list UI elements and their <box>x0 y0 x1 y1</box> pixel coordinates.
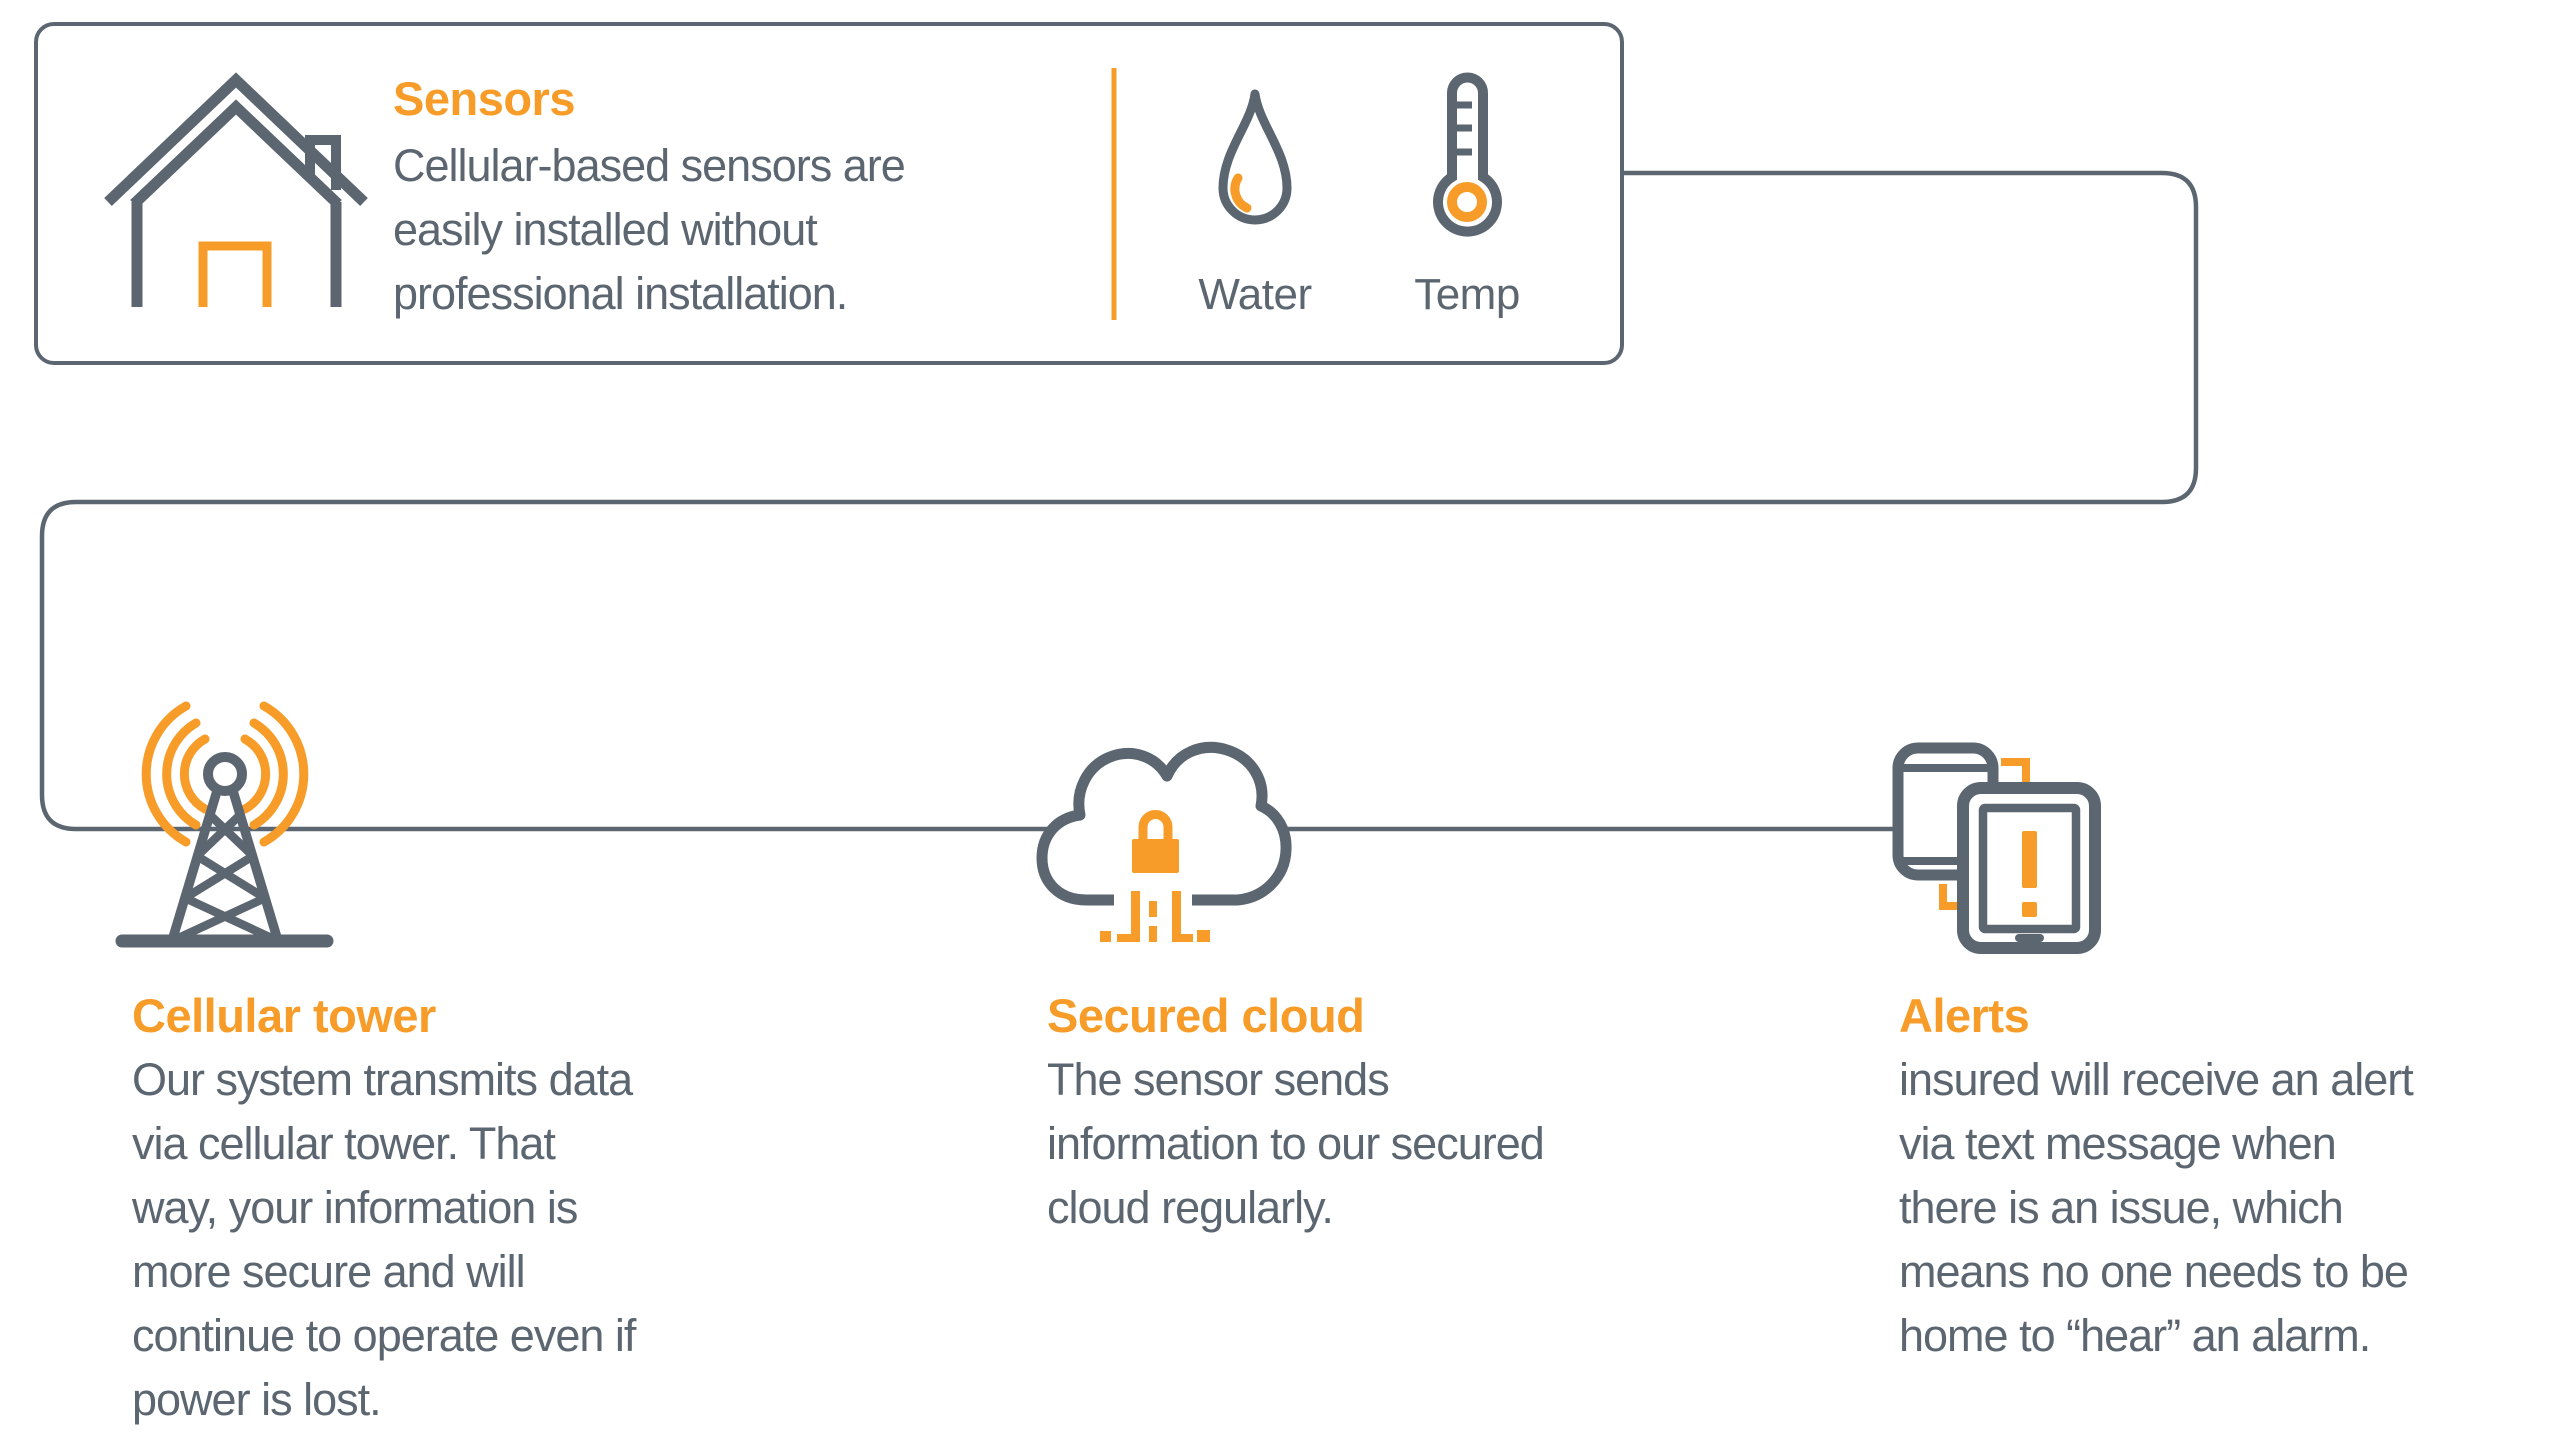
cloud-description-line: cloud regularly. <box>1047 1182 1334 1233</box>
sensors-title: Sensors <box>393 72 575 125</box>
thermometer-icon <box>1433 72 1502 237</box>
padlock-body <box>1132 839 1179 873</box>
secured-cloud-icon <box>1036 741 1292 942</box>
alerts-description-line: via text message when <box>1899 1118 2337 1169</box>
padlock-icon <box>1132 810 1179 873</box>
alerts-description-line: there is an issue, which <box>1899 1182 2344 1233</box>
tower-description-line: way, your information is <box>132 1182 578 1233</box>
flow-connector-line <box>39 170 2199 832</box>
alerts-description-line: home to “hear” an alarm. <box>1899 1310 2371 1361</box>
cloud-description-line: information to our secured <box>1047 1118 1545 1169</box>
cloud-description-line: The sensor sends <box>1047 1054 1390 1105</box>
alerts-title: Alerts <box>1899 989 2030 1042</box>
tower-description: Our system transmits data via cellular t… <box>132 1048 636 1432</box>
signal-waves <box>141 701 309 847</box>
tower-description-line: power is lost. <box>132 1374 382 1425</box>
devices-alert-icon <box>1892 742 2101 954</box>
water-drop-icon <box>1218 89 1292 225</box>
cell-tower-icon <box>115 701 334 948</box>
cloud-description: The sensor sends information to our secu… <box>1047 1048 1545 1240</box>
tower-description-line: Our system transmits data <box>132 1054 633 1105</box>
outer-roof <box>104 72 368 206</box>
tower-title: Cellular tower <box>132 989 436 1042</box>
tablet-screen <box>1978 803 2081 934</box>
cloud-title: Secured cloud <box>1047 989 1365 1042</box>
temp-label: Temp <box>1414 270 1520 319</box>
tower-description-line: via cellular tower. That <box>132 1118 556 1169</box>
alerts-description-line: insured will receive an alert <box>1899 1054 2414 1105</box>
sensors-description-line: professional installation. <box>393 268 848 319</box>
sync-bracket-top <box>2001 758 2030 783</box>
drop-accent <box>1230 173 1252 213</box>
sensor-box-outline <box>34 22 1624 365</box>
alerts-description-line: means no one needs to be <box>1899 1246 2409 1297</box>
thermometer-ticks <box>1454 101 1472 156</box>
tower-lattice <box>167 789 283 945</box>
sensors-description: Cellular-based sensors are easily instal… <box>393 134 906 326</box>
sensors-description-line: Cellular-based sensors are <box>393 140 906 191</box>
sensors-description-line: easily installed without <box>393 204 818 255</box>
exclamation-icon <box>2022 831 2037 917</box>
alerts-description: insured will receive an alert via text m… <box>1899 1048 2414 1368</box>
padlock-shackle <box>1138 810 1173 841</box>
chimney <box>305 135 341 190</box>
data-bits <box>1100 891 1210 942</box>
door <box>198 241 272 307</box>
tower-description-line: continue to operate even if <box>132 1310 636 1361</box>
water-label: Water <box>1198 270 1312 319</box>
drop-outline <box>1218 89 1292 225</box>
antenna-circle <box>203 752 247 796</box>
house-icon <box>104 72 368 307</box>
inner-roof <box>130 99 342 208</box>
tower-description-line: more secure and will <box>132 1246 526 1297</box>
thermometer-bulb-ring <box>1447 182 1487 222</box>
